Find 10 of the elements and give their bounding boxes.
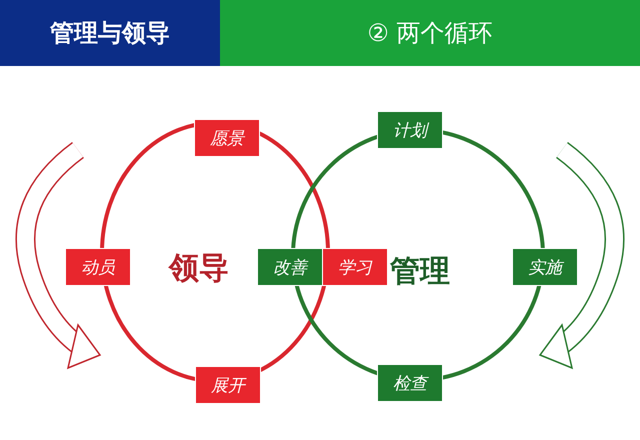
title-banner: 管理与领导 [0,0,220,66]
step-box: 愿景 [194,119,260,157]
step-box: 展开 [195,366,261,404]
step-box: 检查 [377,364,443,402]
step-box: 实施 [512,248,578,286]
step-box: 动员 [65,248,131,286]
circle-label: 管理 [390,253,450,291]
step-box: 计划 [377,111,443,149]
circle-label: 领导 [169,250,229,288]
heading-banner: ② 两个循环 [220,0,640,66]
